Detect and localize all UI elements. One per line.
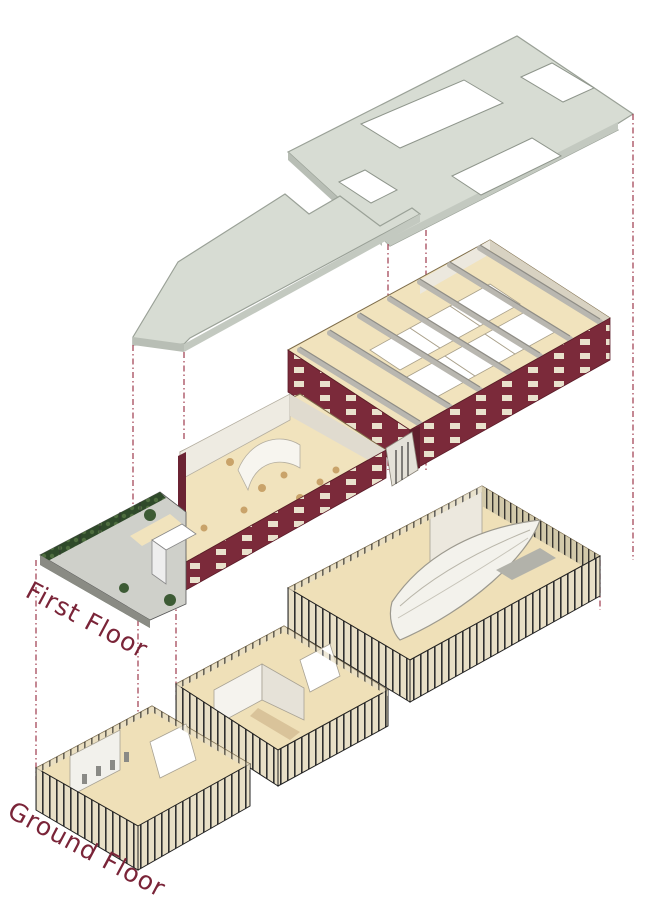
first-floor-terrace <box>39 491 197 628</box>
ground-floor-left-block <box>34 705 252 871</box>
ground-floor-right-block <box>286 485 602 703</box>
first-floor-right-block <box>287 239 611 473</box>
ground-floor-middle-block <box>175 625 389 787</box>
lower-roof-slab <box>132 193 422 352</box>
first-floor-left-block <box>178 393 419 604</box>
